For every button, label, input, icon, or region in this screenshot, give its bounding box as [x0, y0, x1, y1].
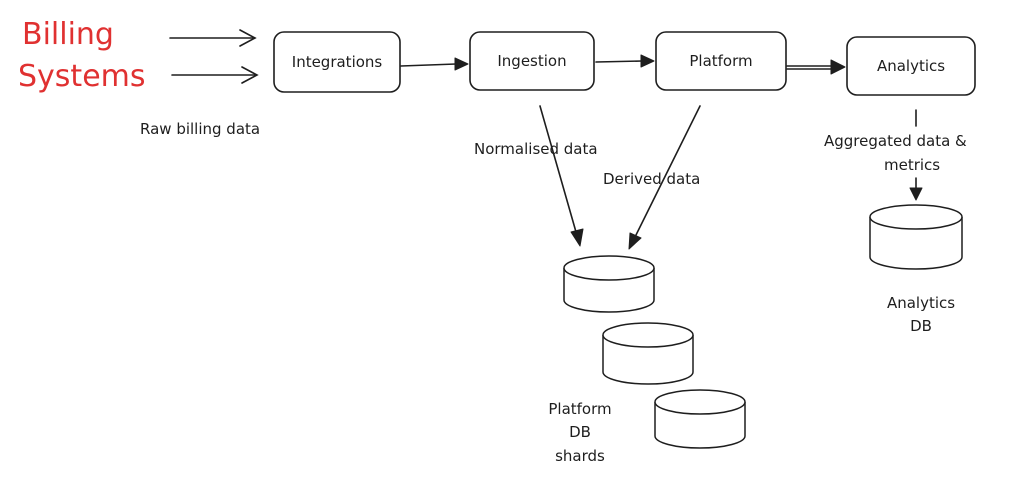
ingestion-node: Ingestion: [469, 31, 595, 91]
platform-to-platform-db-arrow: [628, 105, 701, 250]
title-line-1: Billing: [22, 17, 114, 52]
incoming-arrow-top-head: [239, 29, 257, 47]
incoming-arrows: [169, 29, 259, 84]
billing-systems-title: Billing Systems: [18, 17, 146, 94]
ingestion-to-platform-arrow: [595, 54, 655, 68]
platform-db-label-2: DB: [569, 423, 591, 441]
raw-billing-data-label: Raw billing data: [140, 120, 260, 138]
ingestion-box: [469, 31, 595, 91]
platform-db-shard-3: [654, 389, 746, 449]
integrations-node: Integrations: [273, 31, 401, 93]
integrations-to-ingestion-arrow: [400, 57, 469, 71]
platform-node: Platform: [655, 31, 787, 91]
platform-db-label: Platform DB shards: [548, 400, 611, 465]
aggregated-data-label-2: metrics: [884, 156, 940, 174]
platform-db-shard-1: [563, 255, 655, 313]
ingestion-label: Ingestion: [497, 52, 566, 70]
analytics-label: Analytics: [877, 57, 945, 75]
analytics-box: [846, 36, 976, 96]
analytics-db-label-2: DB: [910, 317, 932, 335]
platform-db-label-1: Platform: [548, 400, 611, 418]
aggregated-data-label-1: Aggregated data &: [824, 132, 967, 150]
platform-db-shard-2: [602, 322, 694, 385]
derived-data-label: Derived data: [603, 170, 700, 188]
platform-db-label-3: shards: [555, 447, 605, 465]
ingestion-to-platform-db-arrow: [539, 105, 584, 247]
analytics-db-label-1: Analytics: [887, 294, 955, 312]
platform-to-analytics-arrow: [786, 59, 846, 75]
analytics-to-analytics-db-arrow: [909, 109, 923, 201]
analytics-db-label: Analytics DB: [887, 294, 955, 335]
platform-label: Platform: [689, 52, 752, 70]
incoming-arrow-bottom-head: [241, 66, 259, 84]
analytics-node: Analytics: [846, 36, 976, 96]
title-line-2: Systems: [18, 59, 146, 94]
platform-box: [655, 31, 787, 91]
normalised-data-label: Normalised data: [474, 140, 598, 158]
integrations-label: Integrations: [292, 53, 383, 71]
integrations-box: [273, 31, 401, 93]
analytics-db: [869, 204, 963, 270]
